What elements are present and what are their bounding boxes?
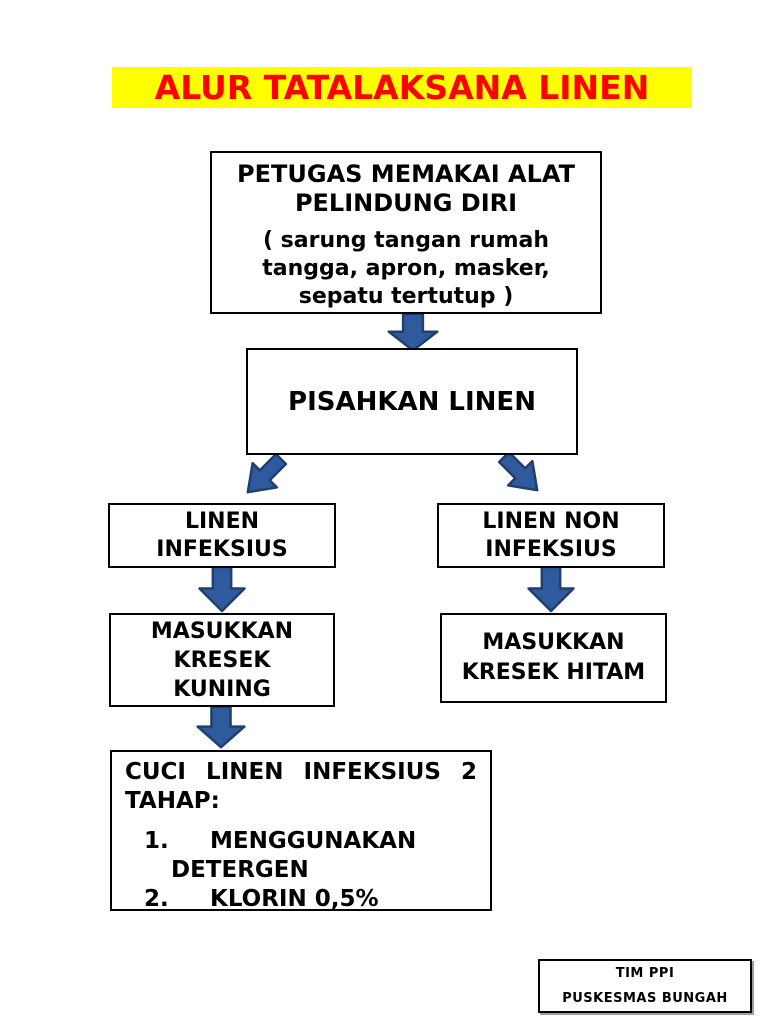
flow-box-pisahkan: PISAHKAN LINEN <box>246 348 578 455</box>
page-title: ALUR TATALAKSANA LINEN <box>154 68 650 107</box>
flow-box-linen-infeksius: LINEN INFEKSIUS <box>108 503 336 568</box>
arrow-pisahkan-to-infeksius-icon <box>233 445 295 507</box>
flow-box-kresek-kuning: MASUKKAN KRESEK KUNING <box>109 613 335 707</box>
cuci-item-2-text: KLORIN 0,5% <box>210 886 379 912</box>
kresek-hitam-label: MASUKKAN KRESEK HITAM <box>461 630 646 685</box>
arrow-infeksius-to-kresek-kuning-icon <box>197 566 247 613</box>
apd-heading: PETUGAS MEMAKAI ALAT PELINDUNG DIRI <box>237 160 575 217</box>
page-title-bar: ALUR TATALAKSANA LINEN <box>112 67 692 108</box>
arrow-apd-to-pisahkan-icon <box>386 313 440 352</box>
flow-box-apd: PETUGAS MEMAKAI ALAT PELINDUNG DIRI ( sa… <box>210 151 602 314</box>
linen-non-infeksius-label: LINEN NON INFEKSIUS <box>482 508 620 562</box>
pisahkan-label: PISAHKAN LINEN <box>288 386 536 417</box>
footer-line-2: PUSKESMAS BUNGAH <box>562 991 728 1006</box>
footer-box: TIM PPI PUSKESMAS BUNGAH <box>538 959 752 1013</box>
cuci-list-item-1: 1.MENGGUNAKAN DETERGEN <box>125 827 477 885</box>
arrow-kresek-kuning-to-cuci-icon <box>195 706 247 749</box>
kresek-kuning-label: MASUKKAN KRESEK KUNING <box>150 618 294 702</box>
cuci-heading-line-2: TAHAP: <box>125 788 220 814</box>
apd-detail: ( sarung tangan rumah tangga, apron, mas… <box>262 228 550 309</box>
cuci-item-1-text: MENGGUNAKAN DETERGEN <box>171 828 417 883</box>
cuci-list: 1.MENGGUNAKAN DETERGEN 2. KLORIN 0,5% <box>125 827 477 914</box>
footer-line-1: TIM PPI <box>615 966 675 981</box>
cuci-list-item-2: 2. KLORIN 0,5% <box>125 885 477 914</box>
linen-infeksius-label: LINEN INFEKSIUS <box>156 508 288 562</box>
cuci-item-2-number: 2. <box>144 886 169 912</box>
flow-box-cuci: CUCI LINEN INFEKSIUS 2 TAHAP: 1.MENGGUNA… <box>110 750 492 914</box>
flow-box-kresek-hitam: MASUKKAN KRESEK HITAM <box>440 613 667 703</box>
cuci-item-1-number: 1. <box>144 828 169 854</box>
arrow-noninfeksius-to-kresek-hitam-icon <box>526 566 576 613</box>
cuci-heading-line-1: CUCI LINEN INFEKSIUS 2 <box>125 759 477 785</box>
flow-box-linen-non-infeksius: LINEN NON INFEKSIUS <box>437 503 665 568</box>
